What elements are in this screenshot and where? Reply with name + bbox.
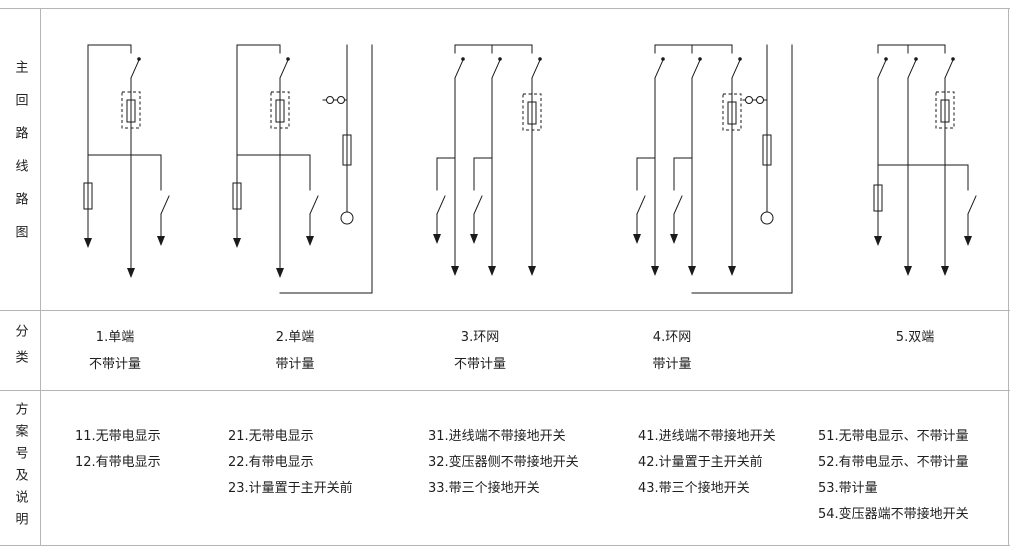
category-cell-4: 4.环网 带计量 xyxy=(597,310,747,390)
category-line1: 1.单端 xyxy=(95,330,135,345)
table-border-bottom xyxy=(0,545,1010,546)
load-switch-icon xyxy=(877,57,955,79)
conductor-lines xyxy=(236,44,311,269)
branch-switch-icon xyxy=(967,195,977,215)
circuit-diagram-5 xyxy=(873,44,977,276)
branch-switch-icon xyxy=(436,195,483,215)
fuse-canister-icon xyxy=(522,93,542,131)
branch-switch-icon xyxy=(309,195,319,215)
scheme-list-2: 21.无带电显示 22.有带电显示 23.计量置于主开关前 xyxy=(228,390,408,545)
category-line2: 带计量 xyxy=(652,357,692,372)
branch-switch-icon xyxy=(160,195,170,215)
conductor-lines xyxy=(877,44,969,267)
fuse-icon xyxy=(762,134,772,166)
scheme-item: 33.带三个接地开关 xyxy=(428,481,540,496)
cable-arrow-icon xyxy=(233,236,314,278)
row-header-category: 分类 xyxy=(0,310,40,390)
scheme-item: 23.计量置于主开关前 xyxy=(228,481,353,496)
category-line1: 3.环网 xyxy=(460,330,500,345)
category-line1: 2.单端 xyxy=(275,330,315,345)
row-header-scheme: 方案号及说明 xyxy=(0,390,40,545)
cable-arrow-icon xyxy=(84,236,165,278)
scheme-item: 51.无带电显示、不带计量 xyxy=(818,429,969,444)
scheme-list-3: 31.进线端不带接地开关 32.变压器侧不带接地开关 33.带三个接地开关 xyxy=(428,390,628,545)
fuse-canister-icon xyxy=(722,93,742,131)
fuse-icon xyxy=(527,101,537,125)
scheme-item: 52.有带电显示、不带计量 xyxy=(818,455,969,470)
conductor-lines xyxy=(636,44,733,267)
category-line2: 不带计量 xyxy=(453,357,506,372)
fuse-canister-icon xyxy=(270,91,290,129)
table-border-right xyxy=(1008,8,1009,545)
scheme-item: 11.无带电显示 xyxy=(75,429,161,444)
metering-branch xyxy=(279,44,373,294)
scheme-item: 32.变压器侧不带接地开关 xyxy=(428,455,579,470)
fuse-canister-icon xyxy=(121,91,141,129)
circuit-diagram-1 xyxy=(83,44,170,278)
conductor-lines xyxy=(87,44,162,269)
cable-arrow-icon xyxy=(433,234,536,276)
scheme-list-5: 51.无带电显示、不带计量 52.有带电显示、不带计量 53.带计量 54.变压… xyxy=(818,390,1008,545)
category-cell-5: 5.双端 xyxy=(840,310,990,390)
scheme-item: 42.计量置于主开关前 xyxy=(638,455,763,470)
fuse-icon xyxy=(83,99,136,210)
table-divider-category xyxy=(0,310,1010,311)
circuit-diagram-2 xyxy=(232,44,373,294)
table-border-top xyxy=(0,8,1010,9)
plug-connector-icon xyxy=(745,96,764,104)
scheme-item: 31.进线端不带接地开关 xyxy=(428,429,566,444)
load-switch-icon xyxy=(454,57,542,79)
category-cell-2: 2.单端 带计量 xyxy=(220,310,370,390)
metering-branch xyxy=(691,44,793,294)
circuit-diagram-3 xyxy=(433,44,542,276)
scheme-list-4: 41.进线端不带接地开关 42.计量置于主开关前 43.带三个接地开关 xyxy=(638,390,838,545)
category-line1: 5.双端 xyxy=(895,330,935,345)
circuit-diagram-4 xyxy=(633,44,793,294)
category-line2: 不带计量 xyxy=(88,357,141,372)
row-header-main-circuit-label: 主回路线路图 xyxy=(12,60,28,258)
category-line2: 带计量 xyxy=(275,357,315,372)
scheme-item: 54.变压器端不带接地开关 xyxy=(818,507,969,522)
scheme-item: 21.无带电显示 xyxy=(228,429,314,444)
scheme-list-1: 11.无带电显示 12.有带电显示 xyxy=(75,390,225,545)
scheme-item: 41.进线端不带接地开关 xyxy=(638,429,776,444)
fuse-icon xyxy=(342,134,352,166)
scheme-item: 12.有带电显示 xyxy=(75,455,161,470)
load-switch-icon xyxy=(130,57,141,79)
plug-connector-icon xyxy=(326,96,345,104)
cable-arrow-icon xyxy=(874,236,972,276)
category-cell-3: 3.环网 不带计量 xyxy=(405,310,555,390)
category-cell-1: 1.单端 不带计量 xyxy=(40,310,190,390)
row-header-category-label: 分类 xyxy=(12,324,28,376)
table-divider-rowheader xyxy=(40,8,41,545)
voltage-transformer-icon xyxy=(340,211,354,225)
fuse-icon xyxy=(232,99,285,210)
conductor-lines xyxy=(436,44,533,267)
load-switch-icon xyxy=(279,57,290,79)
table-divider-scheme xyxy=(0,390,1010,391)
voltage-transformer-icon xyxy=(760,211,774,225)
cable-arrow-icon xyxy=(633,234,736,276)
branch-switch-icon xyxy=(636,195,683,215)
fuse-icon xyxy=(873,99,950,212)
fuse-icon xyxy=(727,101,737,125)
load-switch-icon xyxy=(654,57,742,79)
row-header-main-circuit: 主回路线路图 xyxy=(0,8,40,310)
category-line1: 4.环网 xyxy=(652,330,692,345)
scheme-item: 43.带三个接地开关 xyxy=(638,481,750,496)
circuit-diagrams-canvas xyxy=(83,44,977,294)
scheme-item: 53.带计量 xyxy=(818,481,878,496)
scheme-item: 22.有带电显示 xyxy=(228,455,314,470)
row-header-scheme-label: 方案号及说明 xyxy=(12,401,28,534)
fuse-canister-icon xyxy=(935,91,955,129)
